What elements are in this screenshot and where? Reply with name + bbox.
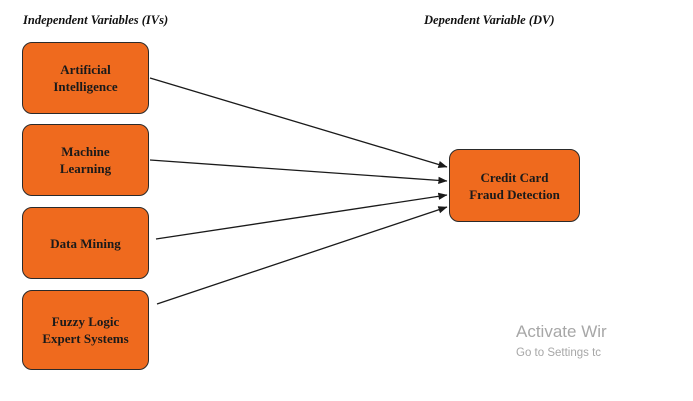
iv-box-artificial-intelligence: Artificial Intelligence (22, 42, 149, 114)
iv-box-data-mining: Data Mining (22, 207, 149, 279)
iv-label-fuzzy-logic-expert-systems: Fuzzy Logic Expert Systems (42, 314, 129, 346)
activate-windows-watermark-subtitle: Go to Settings tс (516, 347, 602, 359)
dependent-variable-heading: Dependent Variable (DV) (424, 13, 555, 27)
iv-label-artificial-intelligence: Artificial Intelligence (53, 62, 118, 94)
independent-variables-heading: Independent Variables (IVs) (23, 13, 169, 27)
arrow-dm-to-dv (155, 192, 448, 240)
iv-label-data-mining: Data Mining (50, 235, 121, 251)
activate-windows-watermark-title: Activate Wir (516, 322, 607, 341)
iv-box-fuzzy-logic-expert-systems: Fuzzy Logic Expert Systems (22, 290, 149, 370)
dv-box-credit-card-fraud-detection: Credit Card Fraud Detection (449, 149, 580, 222)
arrow-ai-to-dv (149, 77, 448, 169)
arrow-fl-to-dv (156, 206, 448, 305)
arrow-ml-to-dv (149, 159, 448, 185)
dv-label-credit-card-fraud-detection: Credit Card Fraud Detection (469, 169, 560, 202)
iv-label-machine-learning: Machine Learning (59, 144, 112, 176)
iv-box-machine-learning: Machine Learning (22, 124, 149, 196)
